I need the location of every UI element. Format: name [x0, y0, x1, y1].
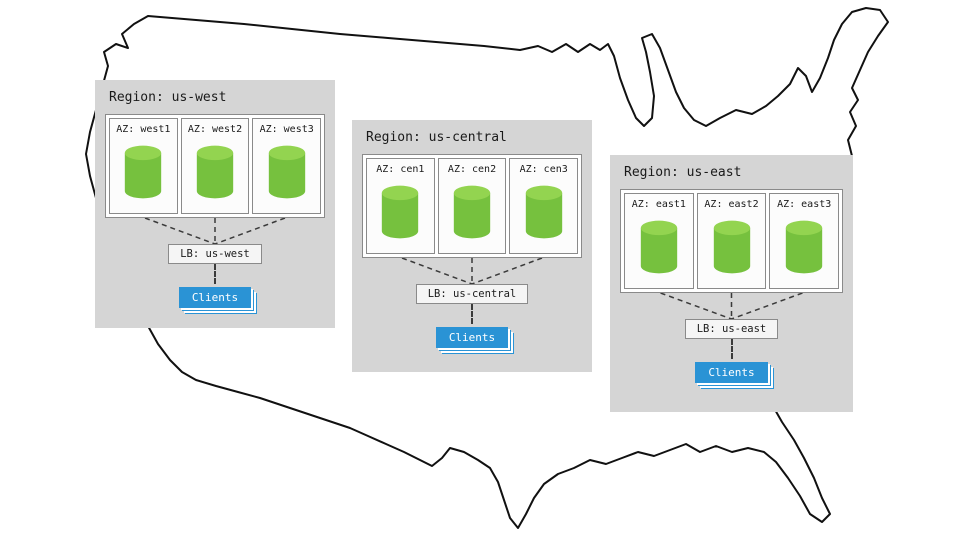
az-label: AZ: east3	[777, 199, 832, 210]
clients-node: Clients	[178, 287, 252, 308]
az-box: AZ: cen3	[509, 158, 579, 254]
database-cylinder-icon	[453, 185, 491, 239]
region-title: Region: us-west	[109, 90, 227, 105]
database-cylinder-icon	[525, 185, 562, 239]
az-label: AZ: east1	[631, 199, 686, 210]
region-title: Region: us-east	[624, 165, 742, 180]
load-balancer-box: LB: us-central	[415, 284, 529, 304]
az-container: AZ: east1 AZ: east2 AZ: east3	[620, 189, 843, 293]
az-label: AZ: east2	[704, 199, 759, 210]
az-box: AZ: east3	[769, 193, 840, 289]
database-cylinder-icon	[382, 185, 419, 239]
region-title: Region: us-central	[366, 130, 507, 145]
region-card-us-east: Region: us-east AZ: east1 AZ: east2 AZ: …	[610, 155, 853, 412]
az-label: AZ: cen3	[519, 164, 568, 175]
az-box: AZ: east1	[624, 193, 694, 289]
lb-clients-connector	[214, 264, 216, 284]
az-lb-connector-lines	[401, 258, 543, 284]
clients-node: Clients	[435, 327, 509, 348]
az-lb-connector-lines	[144, 218, 286, 244]
load-balancer-box: LB: us-east	[684, 319, 779, 339]
lb-clients-connector	[730, 339, 733, 359]
load-balancer-box: LB: us-west	[168, 244, 262, 264]
az-box: AZ: west2	[180, 118, 250, 214]
az-container: AZ: west1 AZ: west2 AZ: west3	[105, 114, 325, 218]
database-cylinder-icon	[268, 145, 305, 199]
database-cylinder-icon	[785, 220, 823, 274]
clients-node: Clients	[695, 362, 768, 383]
az-lb-connector-lines	[660, 293, 803, 319]
region-card-us-central: Region: us-central AZ: cen1 AZ: cen2 AZ:…	[352, 120, 592, 372]
az-label: AZ: west3	[259, 124, 314, 135]
az-box: AZ: west3	[252, 118, 322, 214]
database-cylinder-icon	[713, 220, 750, 274]
az-label: AZ: cen2	[447, 164, 497, 175]
database-cylinder-icon	[640, 220, 678, 274]
region-card-us-west: Region: us-west AZ: west1 AZ: west2 AZ: …	[95, 80, 335, 328]
az-label: AZ: west2	[187, 124, 243, 135]
az-box: AZ: east2	[696, 193, 767, 289]
az-label: AZ: west1	[116, 124, 171, 135]
database-cylinder-icon	[125, 145, 162, 199]
az-box: AZ: cen1	[366, 158, 435, 254]
az-box: AZ: west1	[109, 118, 178, 214]
az-box: AZ: cen2	[437, 158, 507, 254]
az-container: AZ: cen1 AZ: cen2 AZ: cen3	[362, 154, 582, 258]
database-cylinder-icon	[196, 145, 234, 199]
az-label: AZ: cen1	[376, 164, 425, 175]
lb-clients-connector	[471, 304, 473, 324]
